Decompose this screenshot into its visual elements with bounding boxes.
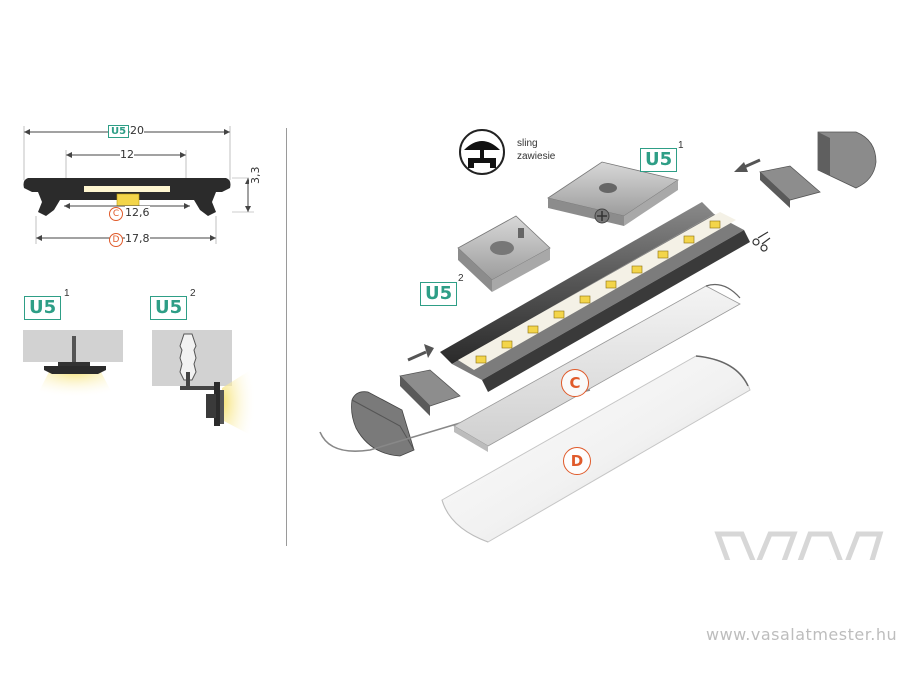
exploded-view-drawing <box>319 129 884 560</box>
inner-width-value: 12 <box>120 148 134 161</box>
section-profile-label: U5 <box>108 125 130 138</box>
cover-c-width-value: 12,6 <box>125 206 150 219</box>
cover-c-marker: C <box>109 207 123 221</box>
mounting-option-1-label: U5 <box>24 296 62 320</box>
cover-d-badge: D <box>563 447 591 475</box>
cover-d-width-value: 17,8 <box>125 232 150 245</box>
end-cap-top <box>817 131 877 189</box>
sling-label-secondary: zawiesie <box>517 151 556 162</box>
scissors-icon <box>752 231 771 252</box>
insert-arrow-top <box>734 158 761 172</box>
total-width-value: 20 <box>130 124 144 137</box>
end-cap-inner-bottom <box>399 369 461 416</box>
insert-arrow-bottom <box>407 344 434 362</box>
power-cable <box>319 389 591 452</box>
clip-1-index: 1 <box>678 140 684 151</box>
mounting-option-1-index: 1 <box>64 288 70 299</box>
sling-icon <box>459 129 505 175</box>
section-divider <box>286 128 287 546</box>
led-strip-mark <box>116 193 140 207</box>
cover-d-marker: D <box>109 233 123 247</box>
end-cap-inner-top <box>759 165 821 208</box>
mounting-option-1-drawing <box>23 330 123 405</box>
mounting-option-2-label: U5 <box>150 296 188 320</box>
clip-2-label: U5 <box>420 282 458 306</box>
watermark-url: www.vasalatmester.hu <box>706 625 898 644</box>
height-value: 3,3 <box>249 166 262 184</box>
cover-c <box>453 283 741 452</box>
mounting-clip-1 <box>547 161 679 226</box>
clip-2-index: 2 <box>458 273 464 284</box>
mounting-clip-2 <box>457 215 551 292</box>
clip-1-label: U5 <box>640 148 678 172</box>
cover-d <box>441 355 751 543</box>
mounting-option-2-drawing <box>152 330 260 440</box>
mounting-option-2-index: 2 <box>190 288 196 299</box>
watermark-logo <box>714 531 884 560</box>
led-chips <box>475 220 721 364</box>
cover-c-badge: C <box>561 369 589 397</box>
sling-label: sling <box>517 138 538 149</box>
end-cap-bottom <box>351 391 415 457</box>
